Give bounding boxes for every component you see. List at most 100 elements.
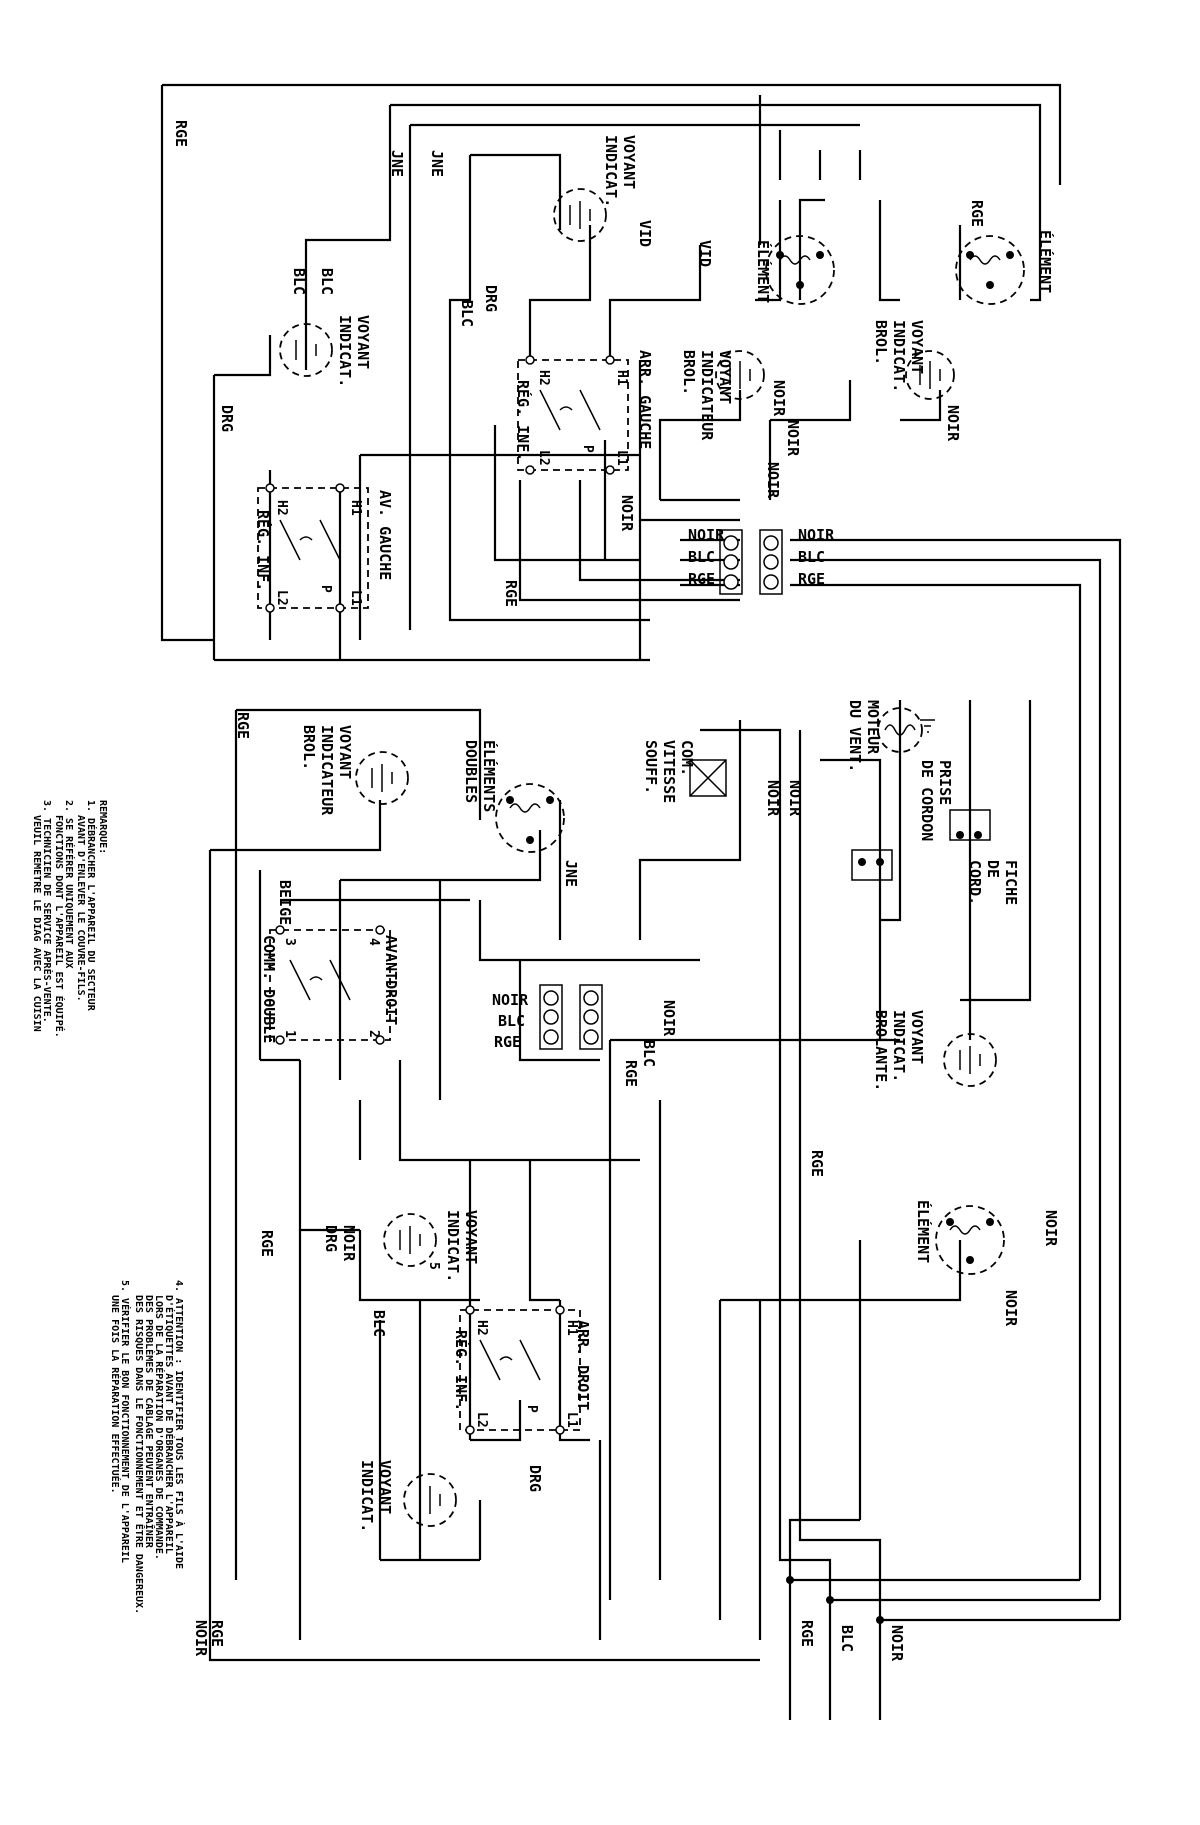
label-rge-power: RGE xyxy=(798,1620,816,1647)
label-noir-2: NOIR xyxy=(784,420,802,457)
pilot-light-left-top xyxy=(279,323,333,377)
label-voyant-1: VOYANT xyxy=(354,315,372,369)
label-drg-2: DRG xyxy=(482,285,500,312)
label-voyant-4: VOYANT xyxy=(908,320,926,374)
label-prise: PRISE xyxy=(936,760,954,805)
term-5: 5 xyxy=(426,1262,441,1270)
term-l2-2: L2 xyxy=(536,450,551,466)
note-4a: 4. ATTENTION : IDENTIFIER TOUS LES FILS … xyxy=(173,1280,186,1569)
label-voyant-6: VOYANT xyxy=(908,1010,926,1064)
label-blc-2: BLC xyxy=(458,300,476,327)
label-indicat-4: INDICAT. xyxy=(890,320,908,392)
pilot-light-broil-right xyxy=(905,350,955,400)
switch-arr-droit xyxy=(459,1305,581,1435)
label-noir-3: NOIR xyxy=(944,405,962,442)
label-element-2: ÉLÉMENT xyxy=(1036,230,1055,293)
label-indicat-6: INDICAT. xyxy=(890,1010,908,1082)
label-indicat-8: INDICAT. xyxy=(358,1460,376,1532)
label-noir-6: NOIR xyxy=(786,780,804,817)
note-4b: D'ÉTIQUETTES AVANT DE DÉBRANCHER L'APPAR… xyxy=(163,1295,176,1554)
note-2b: FONCTIONS DONT L'APPAREIL EST ÉQUIPÉ. xyxy=(53,815,66,1038)
term-p-1: P xyxy=(318,585,333,593)
label-jne-1: JNE xyxy=(388,150,406,177)
labels: RGE JNE JNE BLC DRG DRG BLC VID VID RGE … xyxy=(31,120,1060,1662)
label-rge-lower: RGE xyxy=(234,712,252,739)
element-lower-right xyxy=(935,1205,1005,1275)
switch-arr-gauche xyxy=(517,355,629,475)
term-4: 4 xyxy=(366,938,381,946)
label-de: DE xyxy=(984,860,1002,878)
cord-receptacle xyxy=(851,849,893,881)
term-l1-2: L1 xyxy=(614,450,629,466)
label-rge-top: RGE xyxy=(172,120,190,147)
switch-comm-double xyxy=(269,925,391,1045)
lower-wiring xyxy=(208,700,1120,1720)
label-du-vent: DU VENT. xyxy=(846,700,864,772)
label-reg-inf-1: RÉG. INF. xyxy=(514,380,533,461)
term-p-3: P xyxy=(524,1405,539,1413)
label-indicat-7: INDICAT. xyxy=(444,1210,462,1282)
label-arr-droit: ARR. DROIT xyxy=(574,1320,592,1410)
note-5b: UNE FOIS LA RÉPARATION EFFECTUÉE. xyxy=(109,1295,122,1494)
label-de-cordon: DE CORDON xyxy=(918,760,936,841)
label-reg-inf-2: RÉG. INF. xyxy=(254,510,273,591)
term-h1-3: H1 xyxy=(564,1320,579,1336)
label-brolante: BROLANTE. xyxy=(872,1010,890,1091)
label-comm-double: COMM. DOUBLE xyxy=(260,935,278,1043)
label-rge-6: RGE xyxy=(258,1230,276,1257)
label-souff: SOUFF. xyxy=(642,740,660,794)
cord-plug xyxy=(949,809,991,841)
label-noir-9: NOIR xyxy=(1042,1210,1060,1247)
label-noir-bottom: NOIR xyxy=(192,1620,210,1657)
label-vitesse: VITESSE xyxy=(660,740,678,803)
label-voyant-8: VOYANT xyxy=(376,1460,394,1514)
label-voyant-7: VOYANT xyxy=(462,1210,480,1264)
label-indicat-2: INDICAT. xyxy=(602,135,620,207)
power-terminals xyxy=(786,1576,884,1624)
note-3b: VEUIL REMETRE LE DIAG AVEC LA CUISIN xyxy=(31,815,42,1032)
label-rge-2: RGE xyxy=(968,200,986,227)
label-blc-power: BLC xyxy=(838,1625,856,1652)
note-4d: DES PROBLÈMES DE CABLAGE PEUVENT ENTRAÎN… xyxy=(143,1295,156,1549)
label-vid-1: VID xyxy=(636,220,654,247)
note-2a: 2. SE RÉFÉRER UNIQUEMENT AUX xyxy=(63,800,76,969)
label-vid-2: VID xyxy=(696,240,714,267)
notes-title: REMARQUE: xyxy=(97,800,108,854)
label-rge-4: RGE xyxy=(622,1060,640,1087)
label-drg-1: DRG xyxy=(218,405,236,432)
term-l2-1: L2 xyxy=(274,590,289,606)
term-h2-1: H2 xyxy=(274,500,289,516)
label-blc-voyant: BLC xyxy=(318,268,336,295)
term-h1-1: H1 xyxy=(348,500,363,516)
term-l1-1: L1 xyxy=(348,590,363,606)
label-noir-power: NOIR xyxy=(888,1625,906,1662)
label-indicateur-1: INDICATEUR xyxy=(698,350,716,441)
label-element-3: ÉLÉMENT xyxy=(914,1200,933,1263)
label-jne-lower: JNE xyxy=(562,860,580,887)
label-drg-3: DRG xyxy=(322,1225,340,1252)
term-h2-2: H2 xyxy=(536,370,551,386)
label-blc-4: BLC xyxy=(370,1310,388,1337)
label-noir-1: NOIR xyxy=(770,380,788,417)
label-beige: BEIGE xyxy=(276,880,294,925)
label-indicat-1: INDICAT. xyxy=(336,315,354,387)
fan-motor xyxy=(877,707,935,753)
label-blc-block-l: BLC xyxy=(688,548,715,566)
label-noir-10: NOIR xyxy=(1002,1290,1020,1327)
element-upper-right xyxy=(955,235,1025,305)
terminal-block-upper xyxy=(719,529,783,595)
terminal-block-lower xyxy=(539,984,603,1050)
note-3a: 3. TECHNICIEN DE SERVICE APRÈS-VENTE. xyxy=(41,800,54,1023)
label-rge-5: RGE xyxy=(808,1150,826,1177)
label-reg-inf-3: RÉG. INF. xyxy=(452,1330,471,1411)
label-indicateur-2: INDICATEUR xyxy=(318,725,336,816)
label-noir-8: NOIR xyxy=(660,1000,678,1037)
label-rge-block-r: RGE xyxy=(798,570,825,588)
term-3: 3 xyxy=(282,938,297,946)
term-p-2: P xyxy=(580,445,595,453)
label-noir-5: NOIR xyxy=(618,495,636,532)
label-avantdroit: AVANTDROIT xyxy=(382,935,400,1025)
label-jne-2: JNE xyxy=(428,150,446,177)
label-brol-1: BROL. xyxy=(680,350,698,395)
